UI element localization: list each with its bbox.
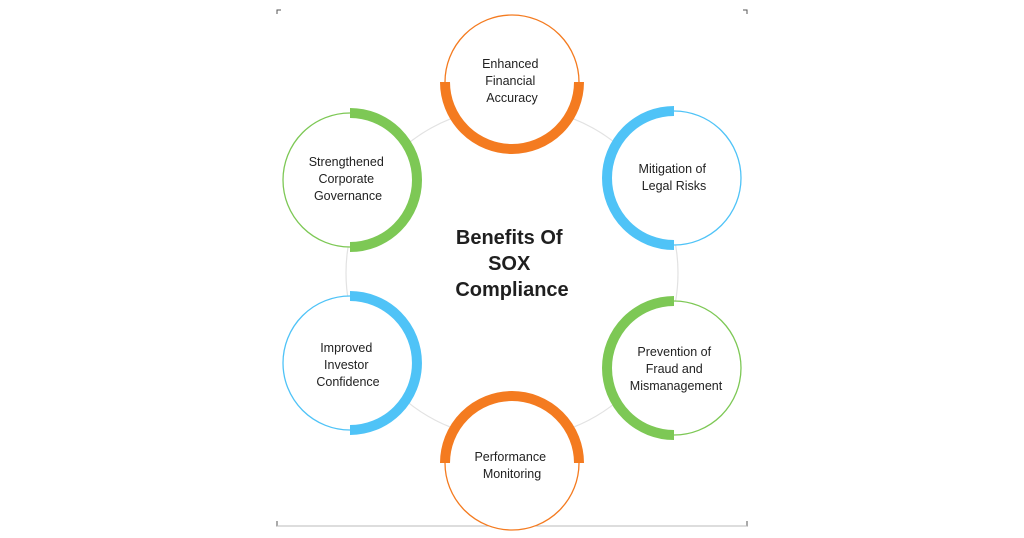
node-label-line: Confidence [316, 375, 379, 389]
node-label-line: Enhanced [482, 57, 538, 71]
node-label-line: Monitoring [483, 467, 541, 481]
node-label-line: Fraud and [646, 362, 703, 376]
node-enhanced-financial-accuracy: Enhanced Financial Accuracy [440, 14, 584, 154]
node-label-line: Investor [324, 358, 368, 372]
node-label-line: Strengthened [309, 155, 384, 169]
node-strengthened-corporate-governance: Strengthened Corporate Governance [282, 108, 422, 252]
node-label-line: Performance [474, 450, 546, 464]
node-improved-investor-confidence: Improved Investor Confidence [282, 291, 422, 435]
center-title: Benefits Of SOX Compliance [455, 227, 568, 301]
svg-text:Prevention of Fraud and: Prevention of Fraud and Mismanagement [630, 345, 723, 393]
node-label-line: Accuracy [486, 91, 538, 105]
node-prevention-of-fraud: Prevention of Fraud and Mismanagement [602, 296, 742, 440]
center-title-line: SOX [488, 253, 531, 275]
center-title-line: Compliance [455, 279, 568, 301]
node-label-line: Governance [314, 189, 382, 203]
node-mitigation-of-legal-risks: Mitigation of Legal Risks [602, 106, 742, 250]
svg-text:Enhanced Financial: Enhanced Financial Accuracy [482, 57, 542, 105]
node-performance-monitoring: Performance Monitoring [440, 391, 584, 531]
node-accent-arc [440, 81, 584, 154]
node-accent-arc [440, 391, 584, 464]
node-accent-arc [602, 296, 675, 440]
node-accent-arc [349, 291, 422, 435]
svg-text:Performance Monitoring: Performance Monitoring [474, 450, 549, 481]
node-label-line: Financial [485, 74, 535, 88]
svg-text:Strengthened Corporate: Strengthened Corporate Governance [309, 155, 388, 203]
node-label-line: Prevention of [637, 345, 711, 359]
node-label-line: Mitigation of [639, 162, 707, 176]
node-label-line: Corporate [318, 172, 374, 186]
node-label-line: Mismanagement [630, 379, 723, 393]
node-accent-arc [349, 108, 422, 252]
center-title-line: Benefits Of [456, 227, 563, 249]
node-label-line: Legal Risks [642, 179, 707, 193]
node-accent-arc [602, 106, 675, 250]
node-label-line: Improved [320, 341, 372, 355]
svg-text:Improved Investor: Improved Investor Confidence [316, 341, 379, 389]
svg-text:Mitigation of Legal Risk: Mitigation of Legal Risks [639, 162, 710, 193]
